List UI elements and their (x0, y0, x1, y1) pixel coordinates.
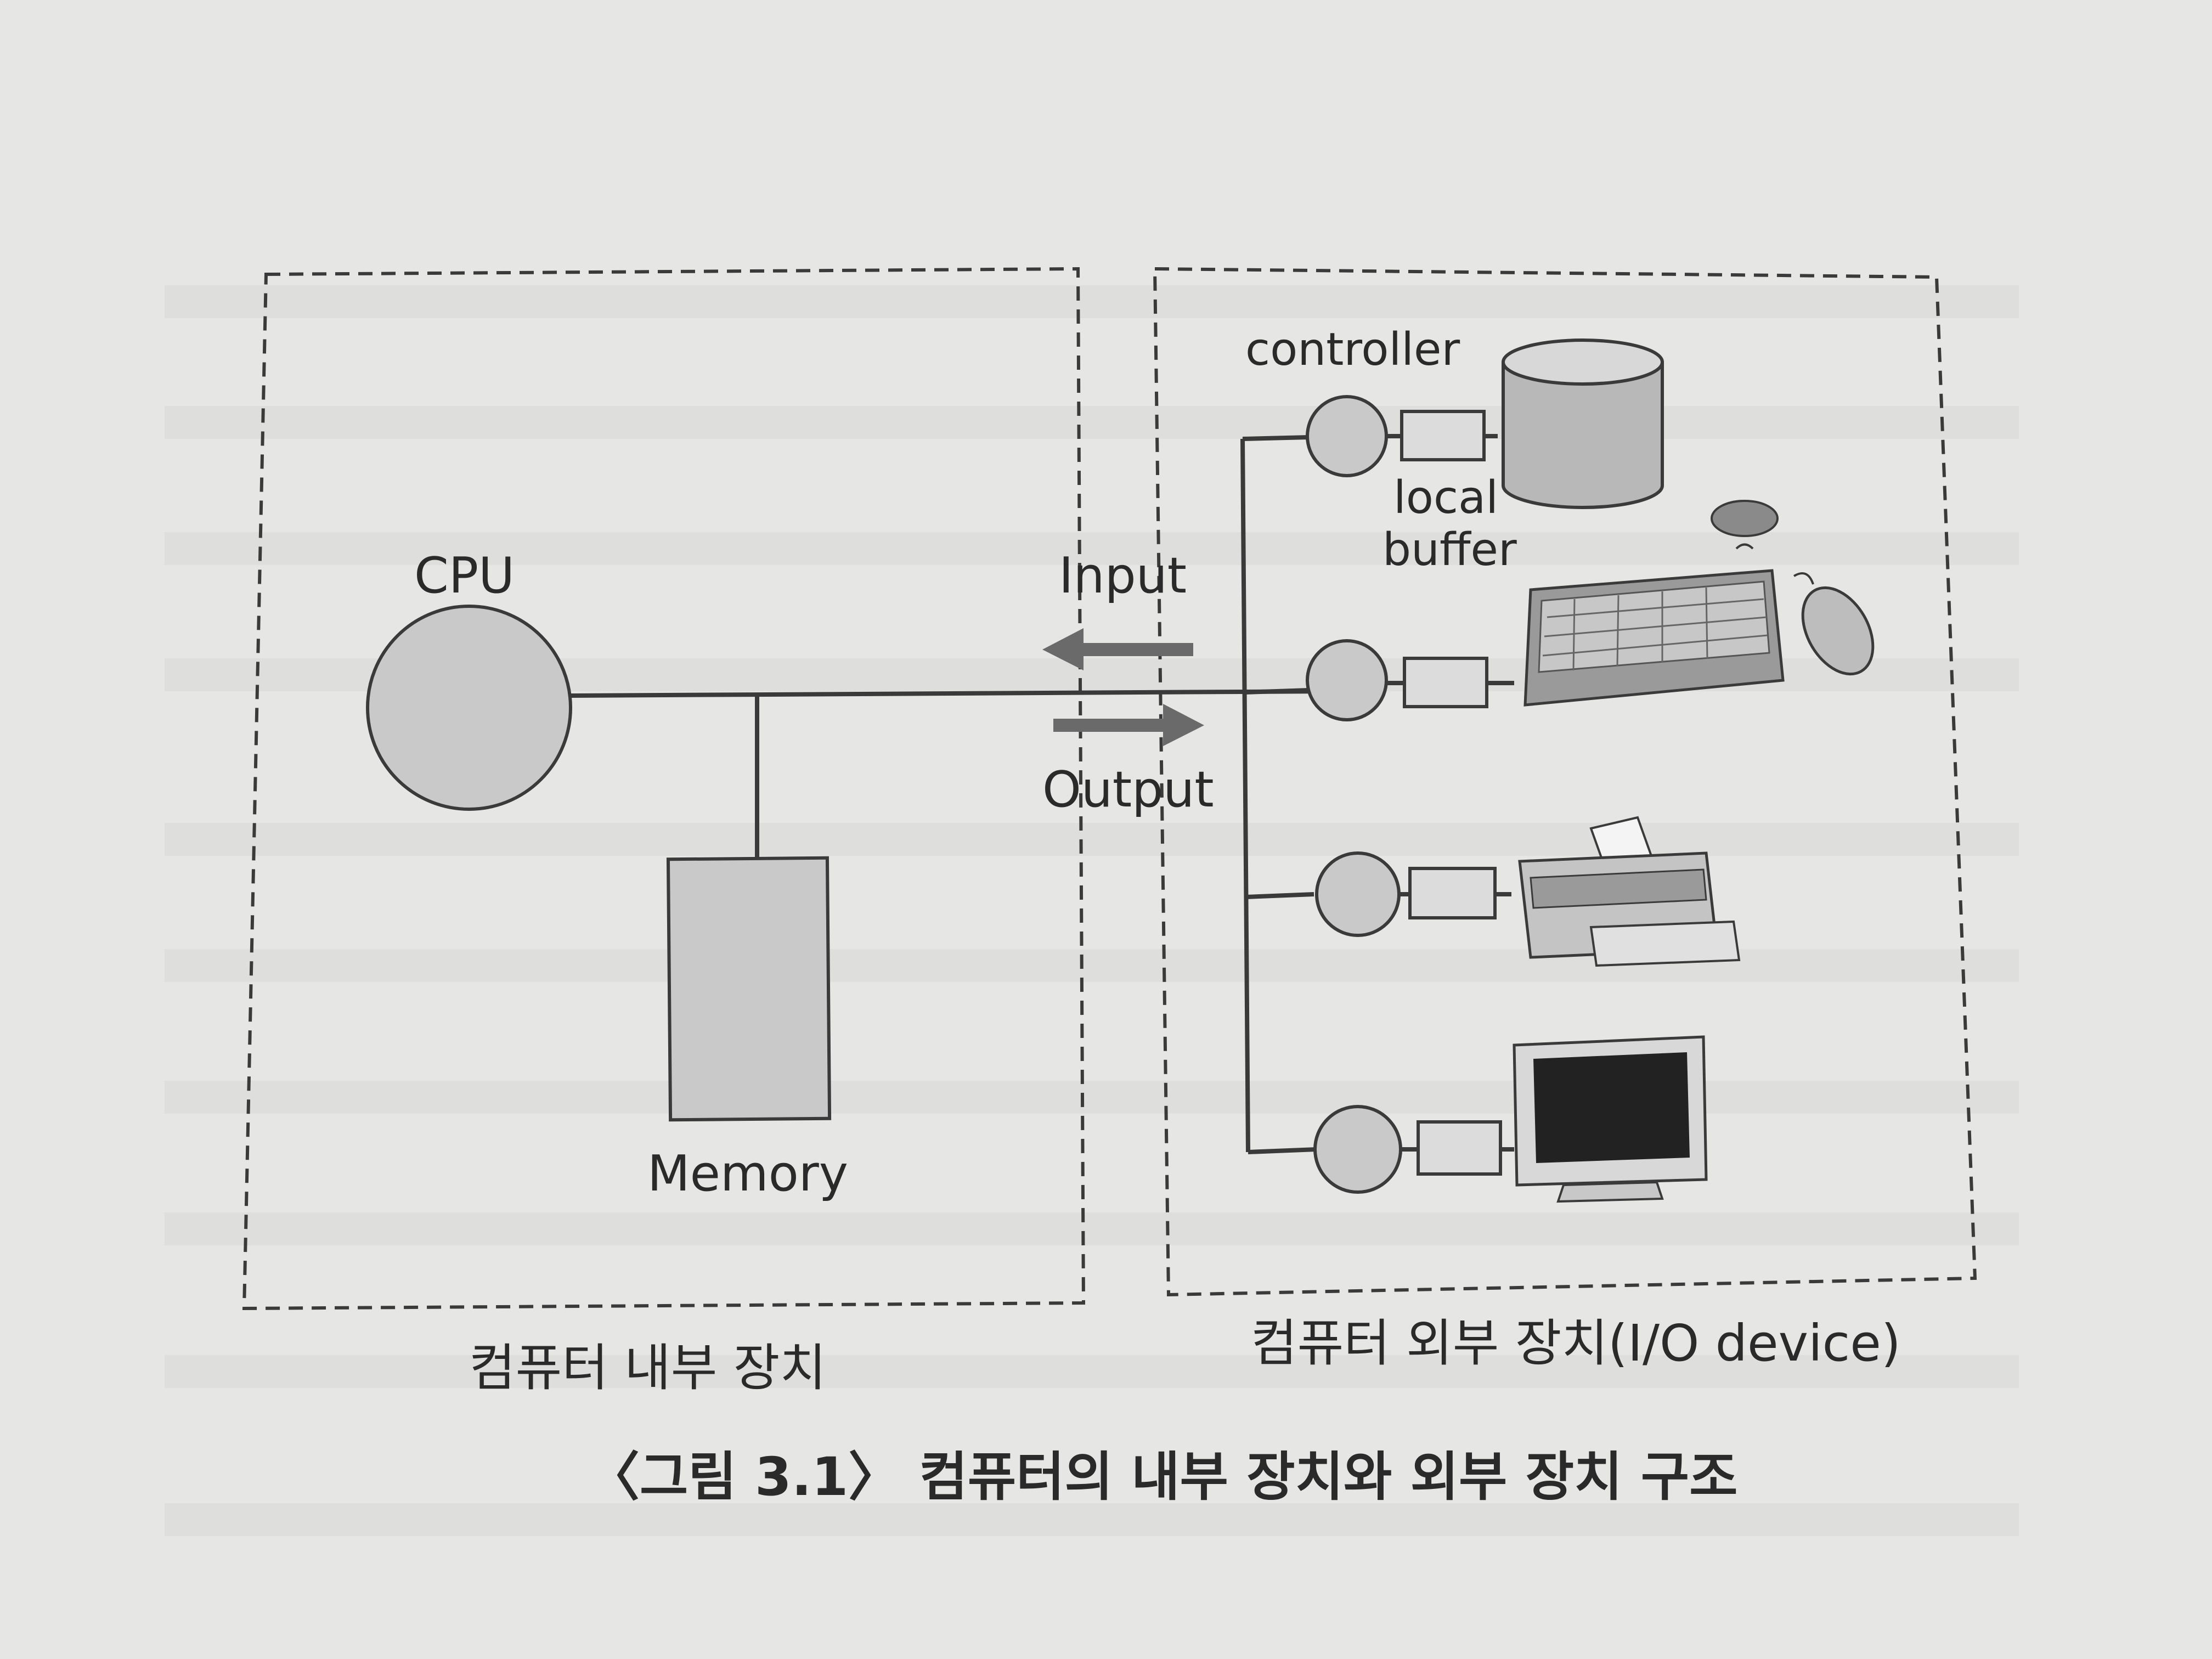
external-device-label: 컴퓨터 외부 장치(I/O device) (1251, 1314, 1901, 1373)
keyboard-mouse-icon (1523, 500, 1875, 707)
output-arrow (1053, 704, 1204, 746)
external-device-boundary (1153, 267, 1977, 1297)
branch-1 (1242, 435, 1309, 441)
io-bus (1240, 438, 1250, 1153)
monitor-icon (1513, 1035, 1708, 1203)
input-arrow (1042, 628, 1193, 670)
cpu-label: CPU (414, 547, 515, 605)
local-buffer-1 (1400, 410, 1486, 461)
controller-node-2 (1306, 639, 1388, 721)
figure-caption: 〈그림 3.1〉 컴퓨터의 내부 장치와 외부 장치 구조 (587, 1446, 1737, 1508)
printer-icon (1518, 816, 1741, 967)
controller-node-3 (1315, 851, 1401, 937)
branch-4 (1248, 1147, 1317, 1154)
controller-node-4 (1313, 1105, 1402, 1194)
cpu-node (366, 605, 572, 811)
output-label: Output (1042, 761, 1214, 819)
local-buffer-label-2: buffer (1383, 524, 1517, 576)
memory-label: Memory (647, 1145, 848, 1203)
input-label: Input (1059, 547, 1187, 605)
branch-2 (1244, 688, 1309, 695)
internal-device-boundary (242, 267, 1086, 1311)
system-bus (570, 689, 1334, 698)
disk-storage-icon (1502, 338, 1664, 509)
memory-block (666, 856, 832, 1122)
branch-3 (1245, 892, 1314, 899)
controller-node-1 (1306, 395, 1388, 477)
internal-device-label: 컴퓨터 내부 장치 (469, 1339, 826, 1397)
controller-label: controller (1245, 324, 1460, 376)
local-buffer-label-1: local (1393, 472, 1498, 524)
local-buffer-2 (1403, 657, 1488, 708)
local-buffer-3 (1408, 867, 1497, 919)
local-buffer-4 (1417, 1120, 1502, 1176)
